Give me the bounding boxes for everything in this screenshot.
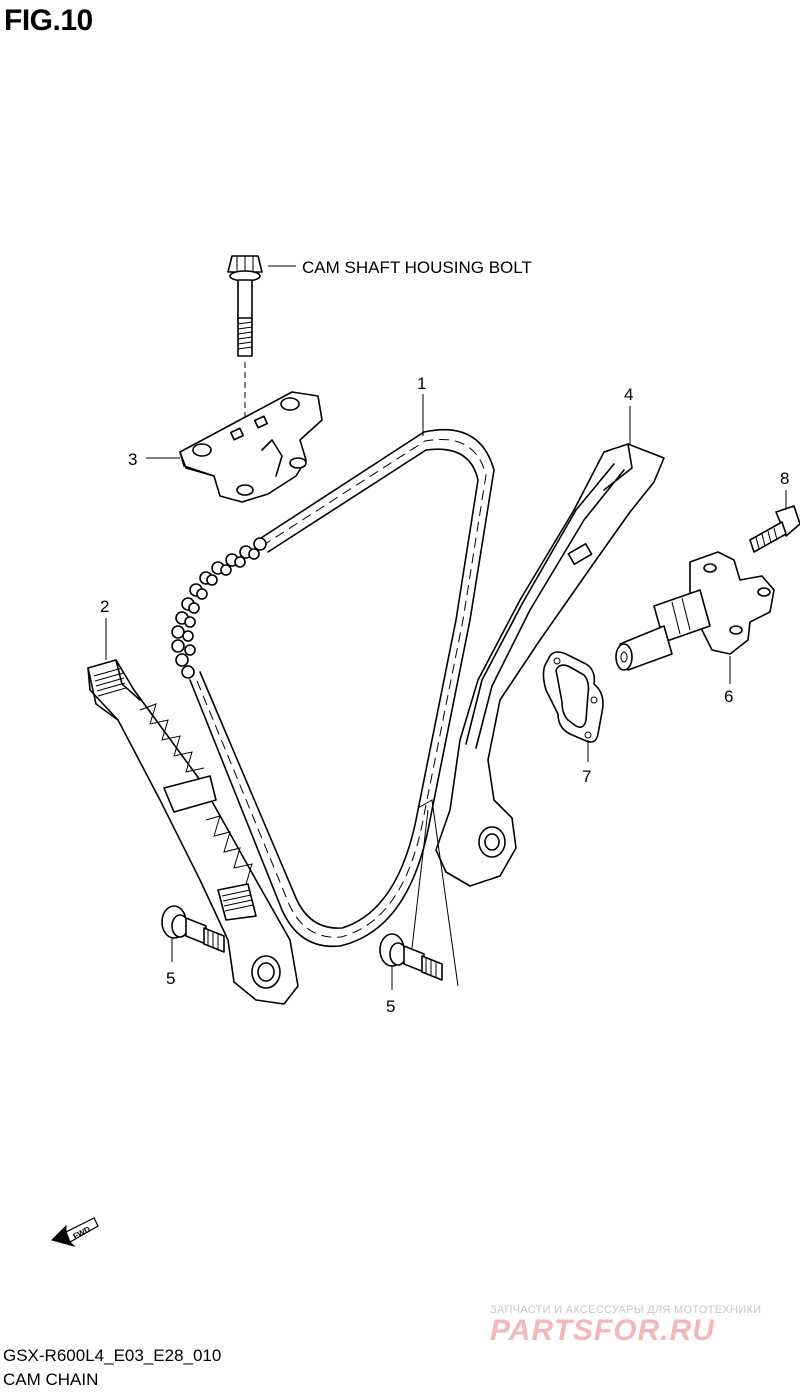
callout-2: 2 — [100, 597, 109, 616]
part-7-tensioner-gasket[interactable] — [542, 651, 604, 743]
part-3-cam-chain-guide-block[interactable] — [179, 391, 323, 503]
callout-8: 8 — [780, 469, 789, 488]
fwd-arrow-icon: FWD — [51, 1217, 99, 1247]
part-2-cam-chain-tensioner-arm[interactable] — [87, 659, 299, 1005]
part-6-cam-chain-tensioner-adjuster[interactable] — [615, 551, 775, 671]
alignment-guide-lines — [417, 799, 459, 987]
part-4-cam-chain-guide[interactable] — [435, 443, 665, 887]
part-8-tensioner-bolt[interactable] — [749, 505, 800, 553]
footer-diagram-code: GSX-R600L4_E03_E28_010 — [3, 1346, 222, 1365]
part-5-guide-bolt-right[interactable] — [379, 933, 443, 981]
callout-5-right: 5 — [386, 997, 395, 1016]
callout-3: 3 — [128, 450, 137, 469]
callout-4: 4 — [624, 385, 633, 404]
watermark-tagline: ЗАПЧАСТИ И АКСЕССУАРЫ ДЛЯ МОТОТЕХНИКИ — [490, 1304, 762, 1316]
callout-7: 7 — [582, 767, 591, 786]
callout-5-left: 5 — [166, 969, 175, 988]
callout-6: 6 — [724, 687, 733, 706]
figure-title: FIG.10 — [4, 4, 93, 37]
footer-diagram-name: CAM CHAIN — [3, 1370, 99, 1389]
part-1-cam-chain[interactable] — [171, 428, 495, 948]
watermark-logo: PARTSFOR.RU — [490, 1314, 715, 1347]
part-5-guide-bolt-left[interactable] — [161, 905, 225, 953]
callout-1: 1 — [417, 374, 426, 393]
bolt-note-label: CAM SHAFT HOUSING BOLT — [302, 258, 532, 277]
cam-shaft-housing-bolt[interactable] — [227, 255, 263, 357]
